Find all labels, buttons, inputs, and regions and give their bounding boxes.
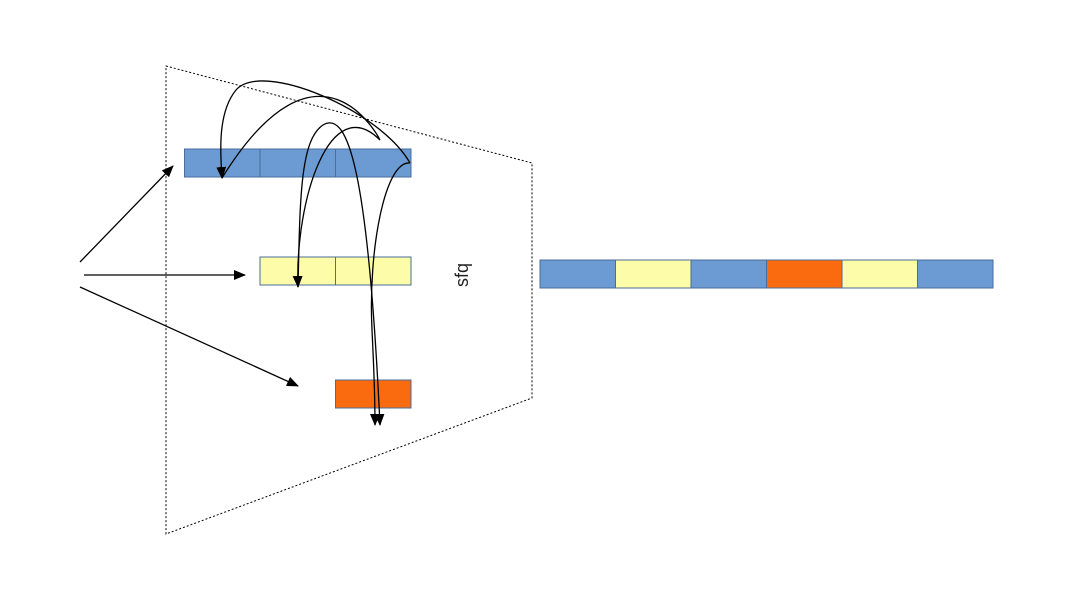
- arc-blue-to-blue: [216, 80, 411, 179]
- arc-yellow-to-orange: [369, 162, 411, 426]
- queue-orange: [335, 379, 412, 409]
- output-cell: [615, 259, 692, 289]
- sfq-label: sfq: [452, 263, 472, 287]
- queue-yellow: [259, 256, 412, 286]
- input-arrow-orange: [79, 286, 299, 387]
- arc-blue-to-yellow: [221, 95, 381, 288]
- output-cell: [690, 259, 767, 289]
- input-arrows: [79, 165, 299, 387]
- input-arrow-blue: [79, 165, 174, 263]
- queue-orange-cell: [335, 379, 412, 409]
- arc-return-to-blue: [297, 122, 385, 426]
- output-sequence-bar: [539, 259, 994, 289]
- sfq-boundary: [165, 65, 533, 535]
- output-cell: [841, 259, 918, 289]
- queue-blue-cell: [259, 148, 336, 178]
- output-cell: [917, 259, 994, 289]
- output-cell: [766, 259, 843, 289]
- queue-blue-cell: [335, 148, 412, 178]
- output-cell: [539, 259, 616, 289]
- queue-blue: [184, 148, 412, 178]
- round-robin-arcs: [216, 80, 411, 426]
